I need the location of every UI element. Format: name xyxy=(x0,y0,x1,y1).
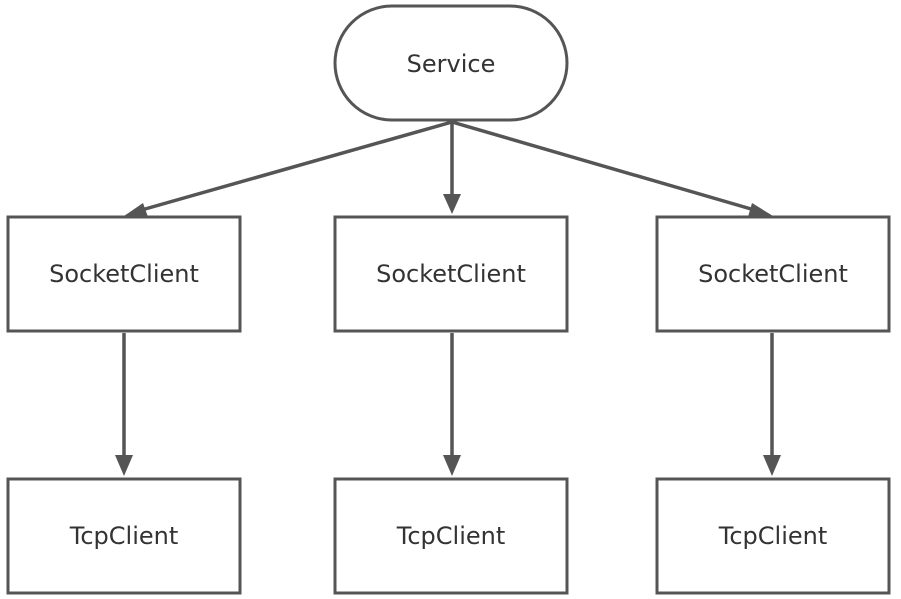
tcpclient-node-2[interactable]: TcpClient xyxy=(333,477,569,595)
edge-socketclient-3-to-tcpclient-3 xyxy=(763,333,781,476)
service-node[interactable]: Service xyxy=(333,4,569,122)
tcpclient-node-1[interactable]: TcpClient xyxy=(6,477,242,595)
edge-socketclient-1-to-tcpclient-1 xyxy=(115,333,133,476)
tcpclient-label: TcpClient xyxy=(718,522,828,550)
tcpclient-node-3[interactable]: TcpClient xyxy=(655,477,891,595)
edge-service-to-socketclient-3 xyxy=(451,120,773,217)
socketclient-node-3[interactable]: SocketClient xyxy=(655,215,891,333)
edge-service-to-socketclient-1 xyxy=(124,120,453,217)
socketclient-label: SocketClient xyxy=(49,260,199,288)
socketclient-node-1[interactable]: SocketClient xyxy=(6,215,242,333)
socketclient-label: SocketClient xyxy=(376,260,526,288)
edge-socketclient-2-to-tcpclient-2 xyxy=(443,333,461,476)
tcpclient-label: TcpClient xyxy=(69,522,179,550)
edge-service-to-socketclient-2 xyxy=(443,122,461,214)
tcpclient-label: TcpClient xyxy=(396,522,506,550)
service-label: Service xyxy=(407,50,496,78)
socketclient-label: SocketClient xyxy=(698,260,848,288)
socketclient-node-2[interactable]: SocketClient xyxy=(333,215,569,333)
